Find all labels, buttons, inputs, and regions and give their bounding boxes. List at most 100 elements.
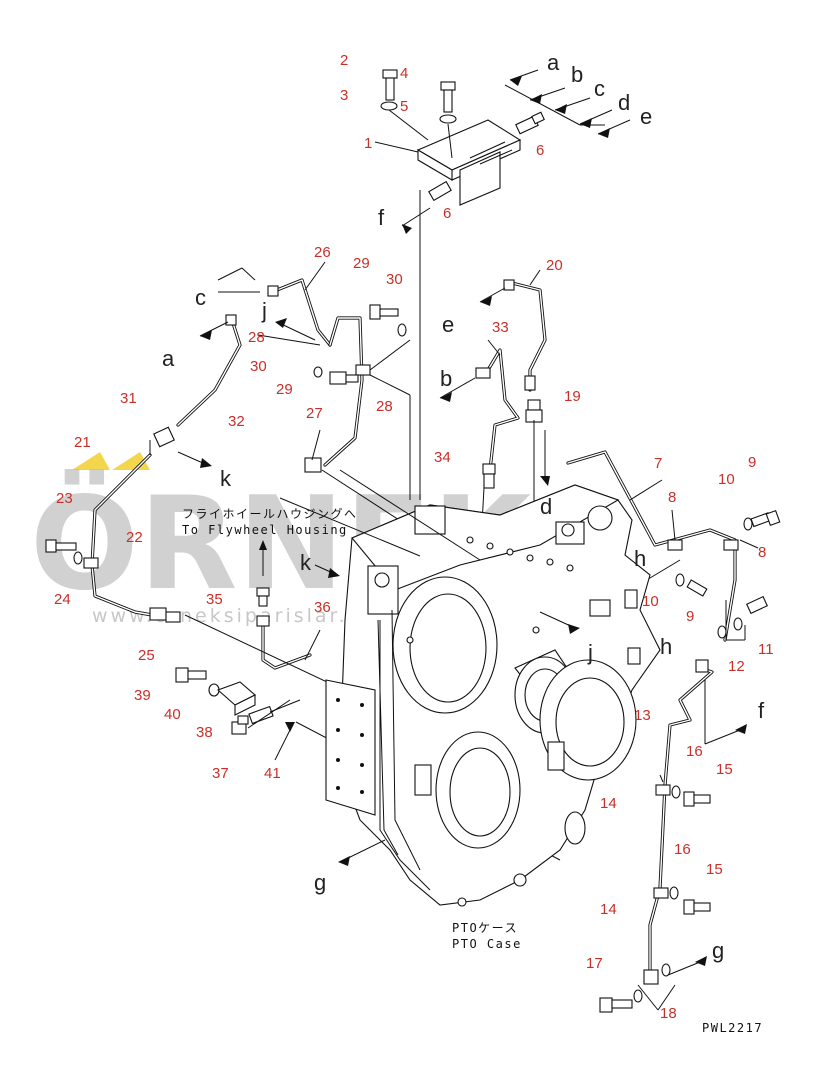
case-clip-h <box>589 599 611 617</box>
caption-pto-en: PTO Case <box>452 937 522 951</box>
letter-f-top: f <box>378 205 385 230</box>
bolt-23-icon <box>45 539 77 553</box>
callout-1: 1 <box>364 135 372 152</box>
bracket-1-icon <box>416 119 522 206</box>
callout-6-upper: 6 <box>536 142 544 159</box>
callout-20: 20 <box>546 257 563 274</box>
case-boss-lower-right <box>564 811 586 845</box>
connector-27-icon <box>304 457 322 473</box>
case-side-plate <box>325 679 376 816</box>
bolt-15-upper-icon <box>683 791 711 807</box>
washer-12-b-icon <box>733 617 743 631</box>
clamp-14-upper-icon <box>655 784 671 796</box>
bolt-29-upper-icon <box>369 304 399 320</box>
washer-16-upper-icon <box>671 785 681 799</box>
callout-30-upper: 30 <box>386 271 403 288</box>
bolt-39-icon <box>175 667 207 683</box>
washer-5-icon <box>439 114 457 124</box>
callout-16-upper: 16 <box>686 743 703 760</box>
fitting-35-icon <box>256 587 270 607</box>
callout-13: 13 <box>634 707 651 724</box>
letter-h-lower: h <box>660 634 672 659</box>
pipe-13 <box>648 666 714 977</box>
callout-29-upper: 29 <box>353 255 370 272</box>
letter-c-left: c <box>195 285 206 310</box>
bolt-2-icon <box>382 69 398 101</box>
top-bracket-assembly <box>374 69 545 500</box>
lower-left-parts <box>175 540 561 861</box>
callout-24: 24 <box>54 591 71 608</box>
connector-11-icon <box>745 595 769 615</box>
callout-41: 41 <box>264 765 281 782</box>
center-pipes <box>439 269 547 561</box>
letter-h-upper: h <box>634 546 646 571</box>
clamp-14-lower-icon <box>653 887 669 899</box>
case-drain-plug <box>513 873 527 887</box>
washer-24-icon <box>73 551 83 565</box>
callout-33: 33 <box>492 319 509 336</box>
caption-flywheel-jp: フライホイールハウジングへ <box>182 507 358 521</box>
letter-a-top: a <box>547 50 560 75</box>
callout-28-left: 28 <box>248 329 265 346</box>
drawing-code: PWL2217 <box>702 1021 763 1035</box>
letter-d-center: d <box>540 494 552 519</box>
callout-16-lower: 16 <box>674 841 691 858</box>
bolt-9-lower-icon <box>686 579 708 597</box>
letter-e-top: e <box>640 104 652 129</box>
clamp-8-left-icon <box>667 539 683 551</box>
top-connection-arrows <box>401 69 631 234</box>
gear-opening-lower <box>435 731 521 849</box>
case-bolt-bottom <box>457 897 467 907</box>
callout-31: 31 <box>120 390 137 407</box>
fitting-b-icon <box>475 367 491 379</box>
washer-30-upper-icon <box>397 323 407 337</box>
fitting-a-icon <box>225 314 237 326</box>
watermark-accent-left <box>72 452 110 470</box>
letter-f-right: f <box>758 698 765 723</box>
letter-b-center: b <box>440 366 452 391</box>
pipe-26 <box>270 278 332 347</box>
callout-2: 2 <box>340 52 348 69</box>
letter-j-right: j <box>587 640 593 665</box>
callout-36: 36 <box>314 599 331 616</box>
case-clip-upper-right <box>624 589 638 609</box>
callout-8-left: 8 <box>668 489 676 506</box>
washer-30-lower-icon <box>313 366 323 378</box>
callout-37: 37 <box>212 765 229 782</box>
callout-5: 5 <box>400 98 408 115</box>
letter-k-left: k <box>220 466 232 491</box>
left-pipe-cluster <box>45 261 431 623</box>
fitting-13-icon <box>695 659 709 673</box>
right-pipe-cluster <box>540 430 781 1013</box>
pipe-20 <box>510 281 547 392</box>
fitting-20-icon <box>524 375 536 391</box>
elbow-37-icon <box>231 715 249 735</box>
sensor-41-tip-icon <box>285 722 295 732</box>
connector-19-icon <box>525 399 543 423</box>
callout-35: 35 <box>206 591 223 608</box>
callout-3: 3 <box>340 87 348 104</box>
fitting-c-icon <box>267 285 279 297</box>
case-clip-right <box>627 647 641 665</box>
case-bosses <box>367 505 613 615</box>
callout-6-lower: 6 <box>443 205 451 222</box>
washer-17-icon <box>633 989 643 1003</box>
letter-j-left: j <box>261 298 267 323</box>
caption-pto-jp: PTOケース <box>452 921 518 935</box>
clamp-22-icon <box>83 557 99 569</box>
callout-8-right: 8 <box>758 544 766 561</box>
callout-9-lower: 9 <box>686 608 694 625</box>
bolt-17-icon <box>599 997 633 1013</box>
callout-14-lower: 14 <box>600 901 617 918</box>
callout-15-upper: 15 <box>716 761 733 778</box>
connector-34-icon <box>482 463 496 489</box>
washer-18-icon <box>661 963 671 977</box>
callout-27: 27 <box>306 405 323 422</box>
callout-34: 34 <box>434 449 451 466</box>
letter-e-center: e <box>442 312 454 337</box>
callout-15-lower: 15 <box>706 861 723 878</box>
letter-g-left: g <box>314 870 326 895</box>
case-top-bolts <box>406 536 574 644</box>
callout-12: 12 <box>728 658 745 675</box>
